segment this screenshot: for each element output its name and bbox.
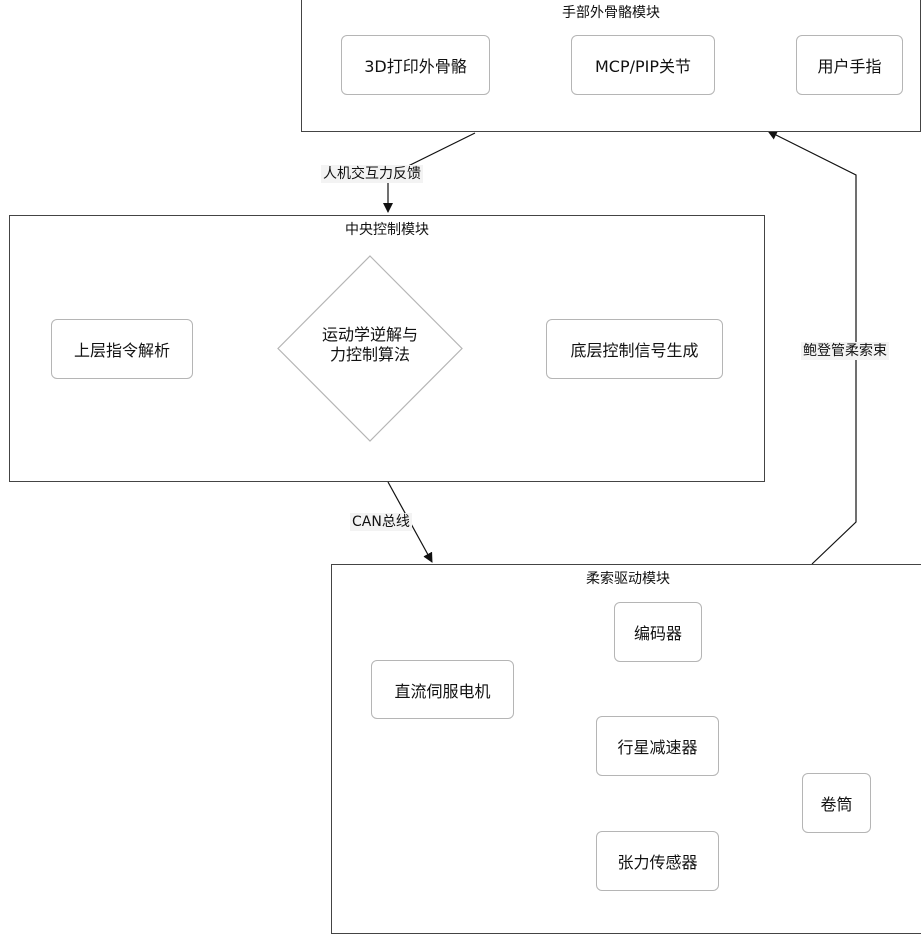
node-mcp-pip-joint: MCP/PIP关节 [571, 35, 715, 95]
ik-label-line1: 运动学逆解与 [321, 325, 418, 344]
edge-label-can-bus: CAN总线 [350, 513, 412, 531]
node-dc-servo-motor: 直流伺服电机 [371, 660, 514, 719]
hand-module-title: 手部外骨骼模块 [562, 5, 660, 21]
node-low-level-signal-generation: 底层控制信号生成 [546, 319, 723, 379]
node-3d-printed-exoskeleton: 3D打印外骨骼 [341, 35, 490, 95]
central-module-title: 中央控制模块 [345, 222, 429, 238]
cable-module-title: 柔索驱动模块 [586, 571, 670, 587]
node-command-parsing: 上层指令解析 [51, 319, 193, 379]
node-encoder: 编码器 [614, 602, 702, 662]
edge-label-feedback: 人机交互力反馈 [321, 165, 423, 183]
node-ik-force-control-label: 运动学逆解与 力控制算法 [277, 325, 463, 365]
node-user-finger: 用户手指 [796, 35, 903, 95]
node-tension-sensor: 张力传感器 [596, 831, 719, 891]
edge-label-bowden-cable: 鲍登管柔索束 [801, 342, 889, 360]
node-planetary-reducer: 行星减速器 [596, 716, 719, 776]
node-drum: 卷筒 [802, 773, 871, 833]
ik-label-line2: 力控制算法 [329, 345, 410, 364]
node-ik-force-control-diamond [277, 255, 463, 442]
